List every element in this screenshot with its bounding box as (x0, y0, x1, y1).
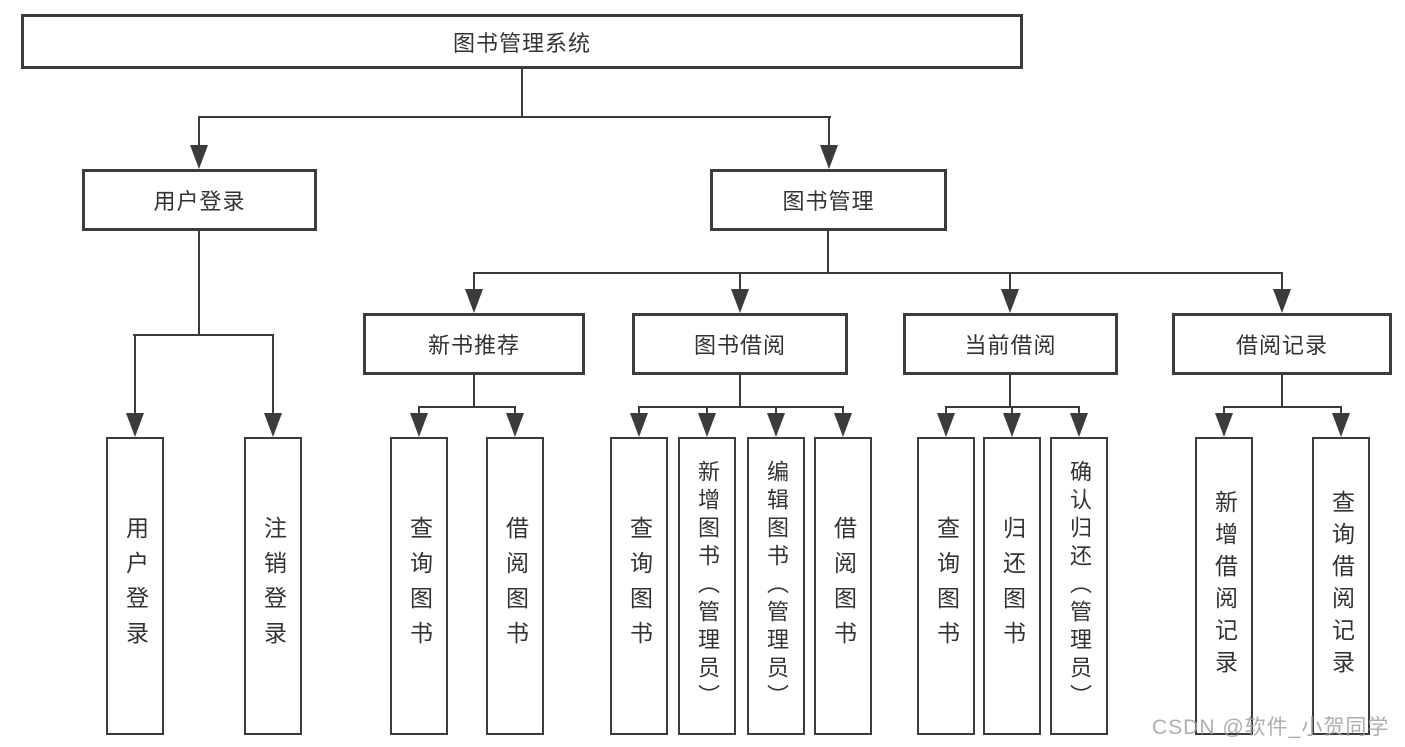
node-nb-query-books-label: 查询图书 (406, 516, 433, 656)
down-arrow-icon (834, 408, 852, 437)
down-arrow-icon (506, 408, 524, 437)
node-current-borrowing: 当前借阅 (903, 313, 1118, 375)
connector-user-login-hline (133, 334, 274, 336)
node-bb-borrow-books-label: 借阅图书 (830, 516, 857, 656)
node-br-add-record-label: 新增借阅记录 (1211, 490, 1238, 682)
node-cb-return-books-label: 归还图书 (999, 516, 1026, 656)
down-arrow-icon (126, 336, 144, 437)
node-user-login-label: 用户登录 (153, 189, 246, 214)
connector-book-borrow-stem (739, 375, 741, 407)
node-book-borrowing: 图书借阅 (632, 313, 848, 375)
down-arrow-icon (630, 408, 648, 437)
connector-book-borrow-hline (638, 406, 844, 408)
node-borrowing-records-label: 借阅记录 (1235, 333, 1328, 358)
down-arrow-icon (264, 336, 282, 437)
node-bb-add-books-admin-label: 新增图书（管理员） (695, 460, 720, 712)
connector-root-hline (198, 116, 831, 118)
node-bb-borrow-books: 借阅图书 (814, 437, 872, 735)
down-arrow-icon (1070, 408, 1088, 437)
down-arrow-icon (698, 408, 716, 437)
connector-records-stem (1281, 375, 1283, 407)
down-arrow-icon (1215, 408, 1233, 437)
node-book-management: 图书管理 (710, 169, 947, 231)
connector-current-borrow-hline (945, 406, 1080, 408)
down-arrow-icon (1001, 274, 1019, 313)
node-nb-query-books: 查询图书 (390, 437, 448, 735)
connector-new-book-hline (418, 406, 516, 408)
node-br-add-record: 新增借阅记录 (1195, 437, 1253, 735)
down-arrow-icon (820, 118, 838, 169)
watermark: CSDN @软件_小贺同学 (1152, 716, 1390, 739)
node-new-book-recommend-label: 新书推荐 (427, 333, 520, 358)
node-bb-edit-books-admin-label: 编辑图书（管理员） (764, 460, 789, 712)
node-current-borrowing-label: 当前借阅 (964, 333, 1057, 358)
down-arrow-icon (937, 408, 955, 437)
node-bb-query-books: 查询图书 (610, 437, 668, 735)
down-arrow-icon (410, 408, 428, 437)
node-user-login: 用户登录 (82, 169, 317, 231)
down-arrow-icon (1003, 408, 1021, 437)
node-cb-confirm-return-admin: 确认归还（管理员） (1050, 437, 1108, 735)
node-logout-action: 注销登录 (244, 437, 302, 735)
down-arrow-icon (1273, 274, 1291, 313)
node-cb-return-books: 归还图书 (983, 437, 1041, 735)
node-book-borrowing-label: 图书借阅 (693, 333, 786, 358)
connector-book-mgmt-stem (827, 231, 829, 274)
node-cb-confirm-return-admin-label: 确认归还（管理员） (1067, 460, 1092, 712)
connector-new-book-stem (473, 375, 475, 407)
node-bb-add-books-admin: 新增图书（管理员） (678, 437, 736, 735)
node-login-action-label: 用户登录 (122, 516, 149, 656)
node-cb-query-books: 查询图书 (917, 437, 975, 735)
node-nb-borrow-books-label: 借阅图书 (502, 516, 529, 656)
node-nb-borrow-books: 借阅图书 (486, 437, 544, 735)
connector-records-hline (1223, 406, 1342, 408)
node-br-query-record: 查询借阅记录 (1312, 437, 1370, 735)
node-book-management-label: 图书管理 (782, 189, 875, 214)
node-borrowing-records: 借阅记录 (1172, 313, 1392, 375)
connector-current-borrow-stem (1009, 375, 1011, 407)
down-arrow-icon (190, 118, 208, 169)
node-logout-action-label: 注销登录 (260, 516, 287, 656)
down-arrow-icon (1332, 408, 1350, 437)
node-bb-edit-books-admin: 编辑图书（管理员） (747, 437, 805, 735)
connector-root-stem (521, 69, 523, 117)
node-bb-query-books-label: 查询图书 (626, 516, 653, 656)
node-new-book-recommend: 新书推荐 (363, 313, 585, 375)
node-library-system-label: 图书管理系统 (452, 30, 591, 56)
connector-book-mgmt-hline (473, 272, 1283, 274)
down-arrow-icon (767, 408, 785, 437)
node-cb-query-books-label: 查询图书 (933, 516, 960, 656)
down-arrow-icon (465, 274, 483, 313)
node-br-query-record-label: 查询借阅记录 (1328, 490, 1355, 682)
node-login-action: 用户登录 (106, 437, 164, 735)
connector-user-login-stem (198, 231, 200, 336)
down-arrow-icon (731, 274, 749, 313)
node-library-system: 图书管理系统 (21, 14, 1023, 69)
